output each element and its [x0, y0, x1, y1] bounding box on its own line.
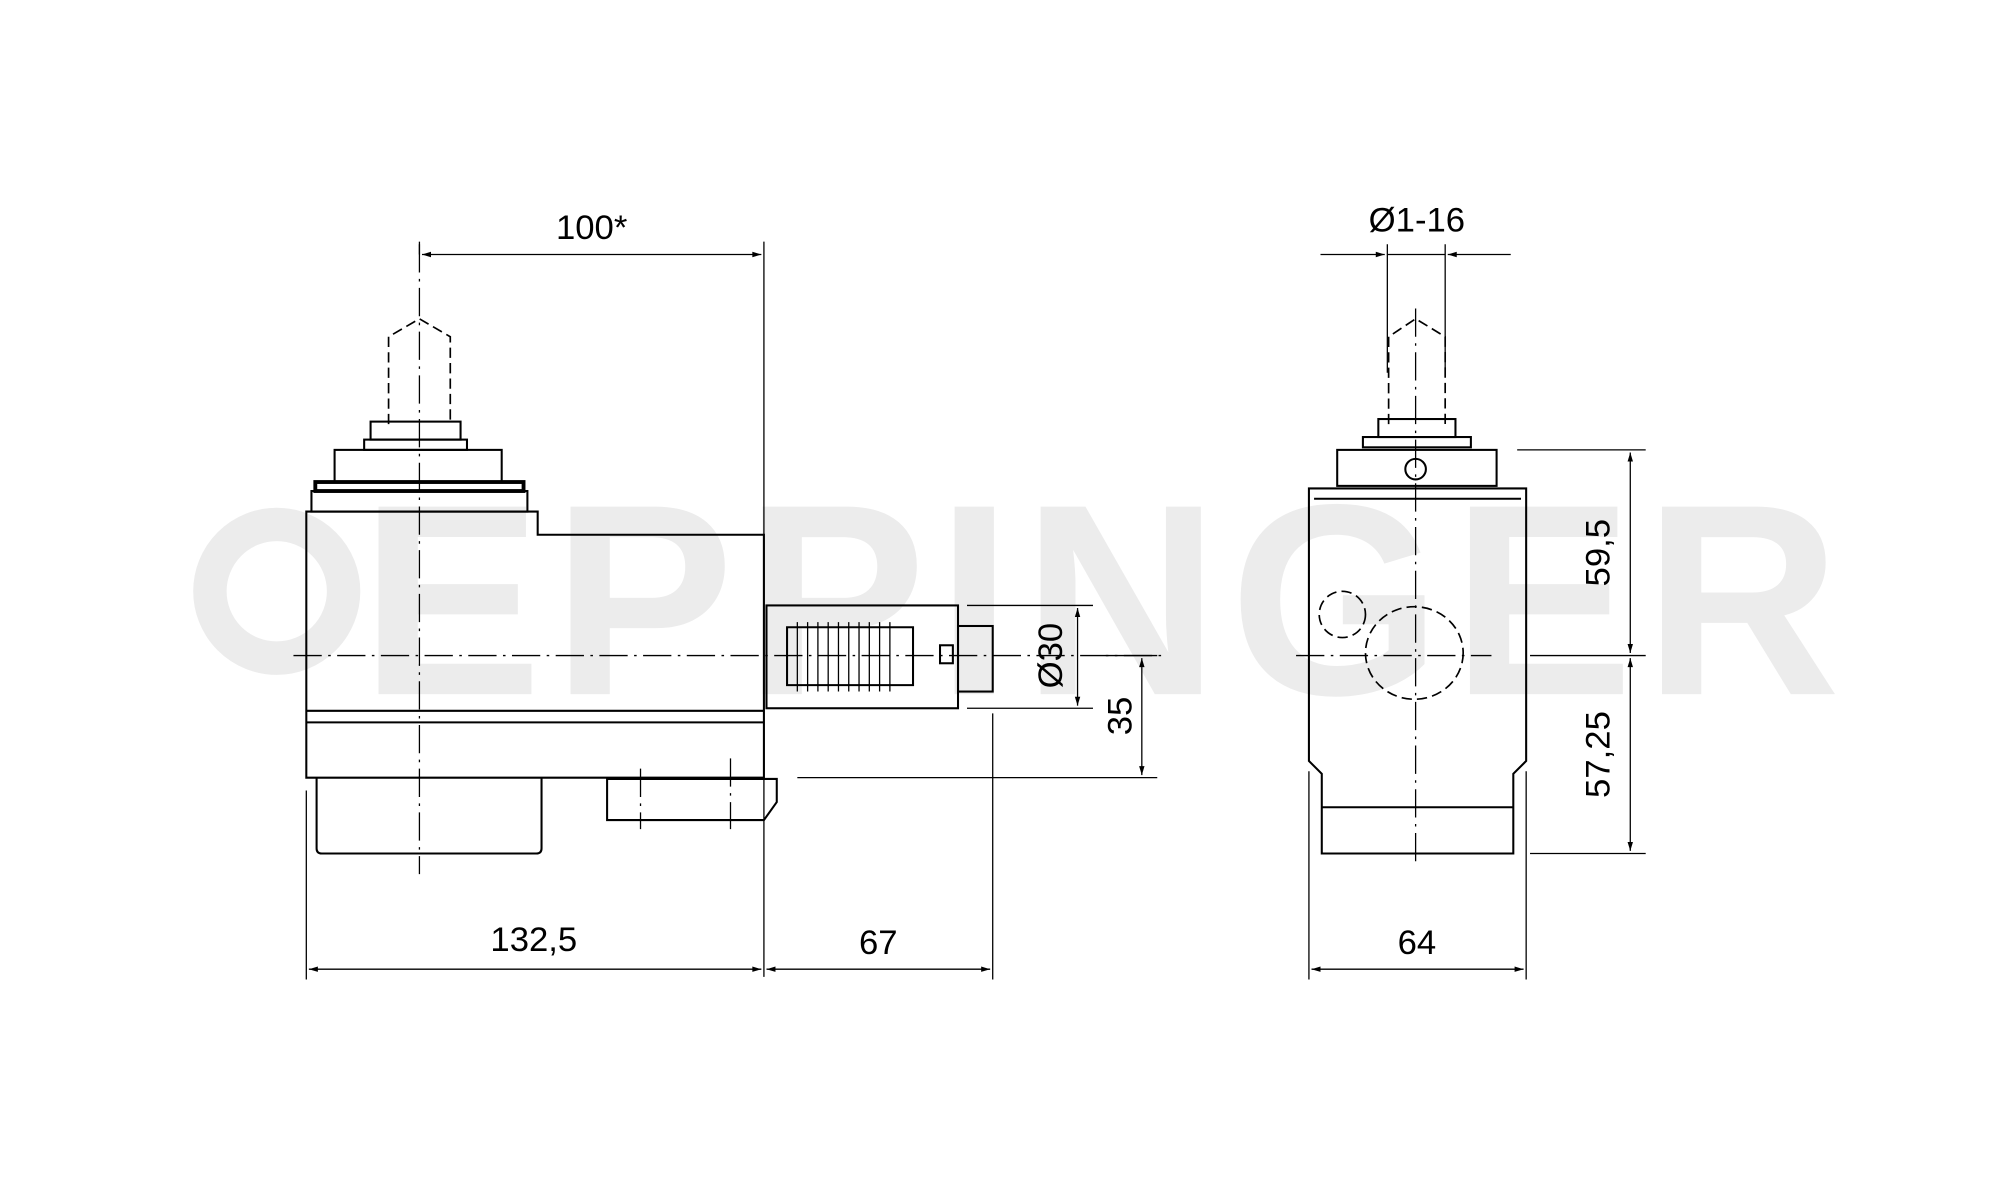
dim-label-clamping-range: Ø1-16 — [1369, 201, 1465, 239]
clamp — [606, 777, 778, 822]
coolant-port-icon — [1318, 590, 1367, 639]
front-view: Ø1-16 59,5 57,25 64 — [1296, 201, 1646, 980]
lower-block — [315, 777, 543, 855]
dim-label-67: 67 — [859, 924, 898, 962]
housing-front — [1307, 487, 1528, 855]
drive-bore — [1364, 605, 1465, 701]
dim-label-100: 100* — [556, 209, 627, 247]
eppinger-watermark: EPPINGER — [193, 447, 1851, 752]
watermark-text: EPPINGER — [360, 447, 1851, 752]
watermark-logo-icon — [193, 507, 361, 675]
shank — [765, 604, 994, 710]
dim-label-64: 64 — [1398, 924, 1437, 962]
dim-label-d30: Ø30 — [1032, 623, 1070, 689]
dim-label-57-25: 57,25 — [1580, 711, 1618, 798]
dim-label-132-5: 132,5 — [490, 921, 577, 959]
side-view: 100* Ø30 35 132,5 67 — [293, 209, 1164, 980]
dim-label-35: 35 — [1102, 697, 1140, 736]
dim-label-59-5: 59,5 — [1580, 519, 1618, 587]
